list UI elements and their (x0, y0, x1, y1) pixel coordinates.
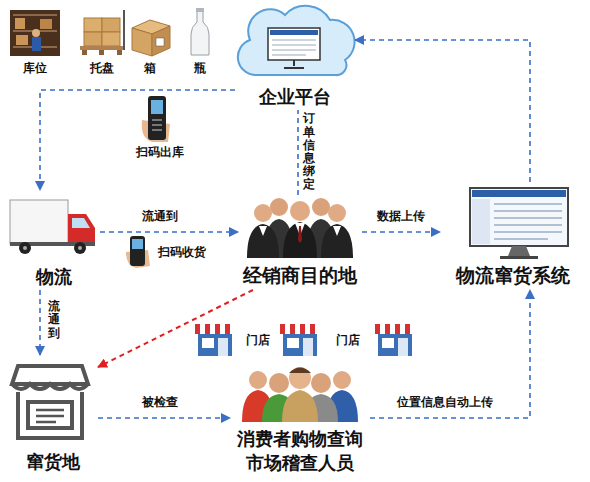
shelf-icon (10, 10, 60, 56)
bottle-icon (191, 8, 209, 55)
item-label: 托盘 (90, 61, 114, 75)
store-icon (195, 324, 235, 356)
scan-label: 扫码出库 (136, 145, 184, 159)
flow-arrow (98, 417, 230, 419)
pallet-icon (80, 10, 124, 55)
node-title: 消费者购物查询 市场稽查人员 (233, 427, 366, 474)
scanner-icon (142, 96, 170, 142)
flow-arrow (362, 231, 440, 233)
flow-arrow (100, 231, 238, 233)
node-title: 物流 (36, 265, 72, 288)
diversion-node: 窜货地 (8, 355, 98, 475)
store-icon (280, 324, 320, 356)
node-title: 企业平台 (259, 85, 331, 108)
system-node: 物流窜货系统 (440, 182, 585, 290)
flow-arrow (370, 290, 530, 418)
edge-label: 流通到 (140, 209, 180, 223)
store-label: 门店 (336, 333, 360, 347)
flow-arrow (355, 40, 530, 182)
flow-arrow (98, 290, 253, 367)
store-icon (375, 324, 415, 356)
dealer-group (247, 198, 353, 258)
edge-label: 位置信息自动上传 (395, 395, 495, 409)
edge-label: 订单信息绑定 (303, 112, 315, 191)
item-label: 箱 (144, 61, 156, 75)
platform-node: 企业平台 (235, 2, 355, 110)
node-title: 物流窜货系统 (456, 263, 570, 288)
scan-label: 扫码收货 (158, 245, 206, 259)
edge-label: 数据上传 (375, 209, 427, 223)
monitor-icon (470, 188, 568, 259)
scanner-icon (126, 236, 150, 268)
edge-label: 流通到 (48, 300, 60, 340)
dealer-node: 经销商目的地 (238, 195, 362, 290)
cloud-icon (238, 6, 355, 75)
truck-icon (10, 200, 95, 254)
store-label: 门店 (246, 333, 270, 347)
consumer-group (242, 367, 358, 422)
node-title: 经销商目的地 (243, 263, 357, 288)
node-title: 窜货地 (26, 450, 80, 473)
flow-arrow (39, 290, 41, 355)
item-label: 瓶 (194, 61, 206, 75)
shop-icon (12, 366, 88, 438)
consumer-node: 消费者购物查询 市场稽查人员 (230, 362, 370, 476)
flow-arrow (297, 110, 299, 195)
item-label: 库位 (23, 61, 47, 75)
edge-label: 被检查 (140, 395, 180, 409)
flow-arrow (40, 90, 235, 190)
box-icon (132, 20, 170, 56)
logistics-node: 物流 (8, 190, 100, 290)
